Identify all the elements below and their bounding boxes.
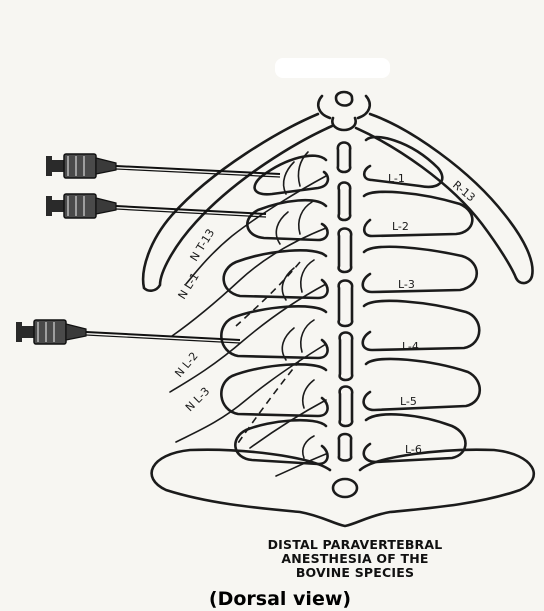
syringe-3: [16, 320, 240, 344]
view-subcaption: (Dorsal view): [150, 588, 410, 610]
label-l2: L-2: [392, 220, 409, 233]
label-nl1: N L-1: [176, 270, 202, 301]
syringe-1: [46, 154, 280, 178]
spinous-processes: [333, 143, 357, 498]
thoracic-vertebra: [318, 92, 369, 130]
label-cover-patch: [275, 58, 390, 78]
figure-caption: DISTAL PARAVERTEBRAL ANESTHESIA OF THE B…: [205, 538, 505, 580]
rib-13-left: [143, 114, 332, 291]
label-nl3: N L-3: [183, 385, 212, 414]
syringe-2: [46, 194, 266, 218]
label-nt13: N T-13: [188, 227, 218, 264]
label-l6: L-6: [405, 443, 422, 456]
label-l4: L-4: [402, 340, 419, 353]
label-l5: L-5: [400, 395, 417, 408]
dashed-guide-2: [236, 360, 300, 446]
label-l3: L-3: [398, 278, 415, 291]
caption-line-2: ANESTHESIA OF THE: [205, 552, 505, 566]
label-l1: L-1: [388, 172, 405, 185]
caption-line-3: BOVINE SPECIES: [205, 566, 505, 580]
caption-line-1: DISTAL PARAVERTEBRAL: [205, 538, 505, 552]
